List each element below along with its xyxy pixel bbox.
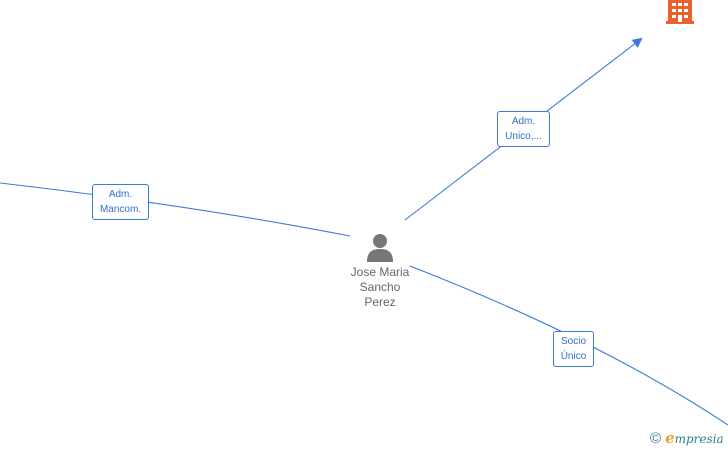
edge-label-line: Adm. [511,116,536,127]
edge-label-line: Mancom. [99,204,142,215]
person-name-line: Perez [364,295,396,309]
person-icon [367,234,393,262]
logo-initial: e [665,429,675,447]
empresia-credit[interactable]: © empresia [650,429,724,447]
person-name-line: Jose Maria [350,265,410,279]
edge-label-adm-mancom[interactable]: Adm. Mancom. [92,184,149,220]
edge-label-line: Adm. [108,189,133,200]
building-icon[interactable] [664,0,696,24]
empresia-logo: empresia [665,429,724,447]
edge-label-line: Socio [560,336,586,347]
person-node[interactable]: Jose Maria Sancho Perez [340,232,420,310]
edge-label-line: Unico,... [505,131,542,142]
person-name-line: Sancho [359,280,401,294]
edge-line-adm-mancom [0,182,351,237]
copyright-symbol: © [650,429,662,447]
logo-rest: mpresia [674,432,724,446]
edge-label-adm-unico[interactable]: Adm. Unico,... [497,111,550,147]
edge-label-line: Único [560,351,587,362]
edge-label-socio-unico[interactable]: Socio Único [553,331,594,367]
